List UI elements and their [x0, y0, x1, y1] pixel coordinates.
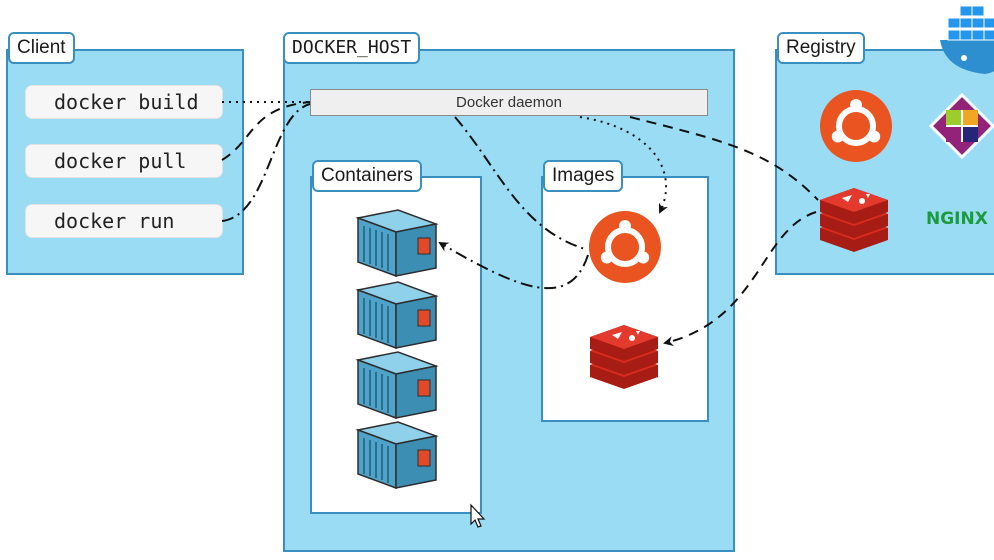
ubuntu-icon [820, 90, 892, 162]
images-title: Images [543, 160, 624, 192]
daemon-to-image-dotted [579, 116, 668, 214]
docker-pull-command: docker pull [26, 145, 222, 177]
docker-host-title: DOCKER_HOST [283, 32, 421, 64]
centos-icon [928, 92, 994, 160]
container-icon [357, 209, 437, 277]
client-title: Client [8, 32, 75, 64]
registry-to-images-dashed [663, 211, 817, 346]
docker-daemon-bar: Docker daemon [310, 89, 708, 116]
container-icon [357, 281, 437, 349]
daemon-to-registry-dashed [629, 116, 819, 201]
containers-title: Containers [312, 160, 422, 192]
container-icon [357, 351, 437, 419]
pull-line [221, 101, 311, 161]
redis-icon [820, 188, 888, 252]
container-icon [357, 421, 437, 489]
daemon-to-ubuntu-dashdot [454, 116, 589, 251]
docker-run-command: docker run [26, 205, 222, 237]
ubuntu-icon [589, 211, 661, 283]
registry-title: Registry [777, 32, 865, 64]
nginx-label: NGINX [926, 209, 988, 229]
redis-icon [590, 325, 658, 389]
docker-build-command: docker build [26, 86, 222, 118]
run-line [221, 103, 311, 222]
docker-whale-icon [940, 5, 994, 74]
ubuntu-to-container-dashdot [438, 241, 589, 290]
registry-panel [775, 49, 994, 275]
cursor-icon [470, 503, 486, 528]
